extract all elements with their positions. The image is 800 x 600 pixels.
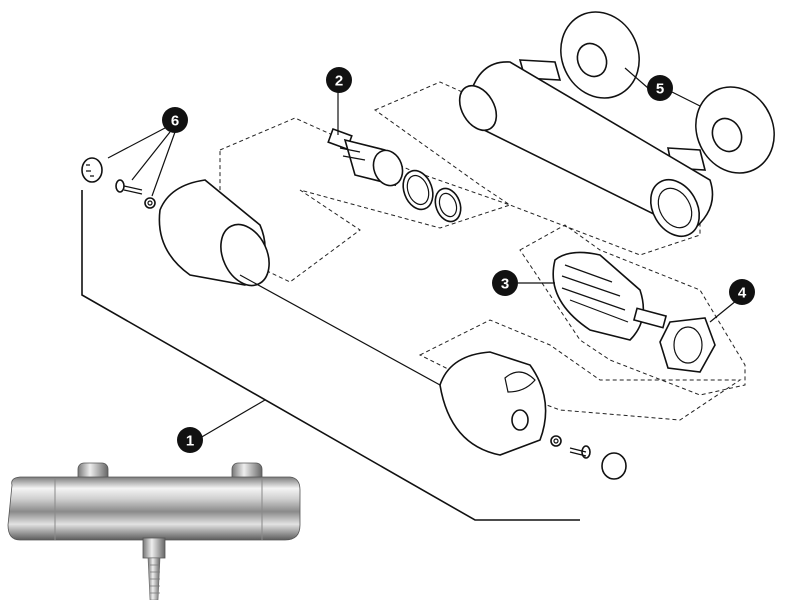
o-ring-small <box>434 187 462 223</box>
leader-lines <box>81 67 743 521</box>
guide-dash-thermostat <box>519 224 746 396</box>
flow-cartridge <box>327 127 404 187</box>
thermostatic-cartridge <box>552 251 668 341</box>
wall-flange-lower <box>695 86 775 174</box>
cap-upper <box>81 157 103 183</box>
cap-lower <box>601 452 627 480</box>
callout-3-label: 3 <box>501 276 509 293</box>
handle-upper <box>158 179 270 287</box>
leader-5a <box>624 67 649 89</box>
callout-5: 5 <box>647 75 673 101</box>
assembled-shower-valve <box>7 462 301 600</box>
callout-4: 4 <box>729 279 755 305</box>
callout-1: 1 <box>177 427 203 453</box>
leader-6a <box>107 127 166 159</box>
callout-1-label: 1 <box>186 433 194 450</box>
guide-dash-body <box>373 81 701 256</box>
valve-body <box>458 59 714 238</box>
guide-dash-cartridge <box>219 117 512 283</box>
washer-lower <box>550 435 562 447</box>
callout-6: 6 <box>162 107 188 133</box>
washer-upper <box>144 197 156 209</box>
leader-1 <box>81 190 580 521</box>
screw-lower <box>569 445 591 459</box>
wall-flange-upper <box>560 11 640 99</box>
callout-4-label: 4 <box>738 285 747 302</box>
leader-1-pointer <box>199 399 266 439</box>
leader-6c <box>151 131 176 197</box>
retaining-nut <box>659 317 716 373</box>
callout-2-label: 2 <box>335 73 343 90</box>
leader-6b <box>131 131 171 181</box>
handle-lower <box>439 351 547 456</box>
callout-5-label: 5 <box>656 81 664 98</box>
callout-2: 2 <box>326 67 352 93</box>
callout-6-label: 6 <box>171 113 179 130</box>
leader-handle-axis <box>239 274 441 386</box>
o-ring-large <box>402 169 434 211</box>
callout-3: 3 <box>492 270 518 296</box>
screw-upper <box>115 179 143 195</box>
leader-5b <box>671 91 701 107</box>
